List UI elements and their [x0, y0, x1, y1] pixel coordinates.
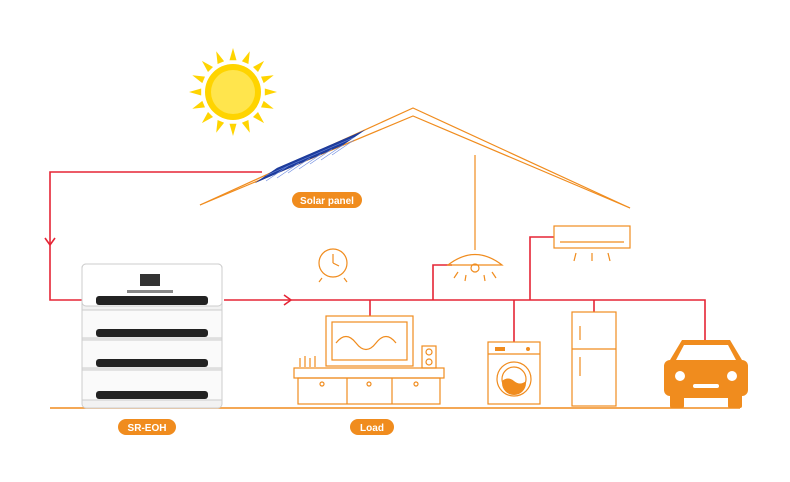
wall-clock-icon [318, 248, 348, 283]
sun-ray [229, 123, 237, 136]
sun-ray [216, 120, 225, 133]
sun-ray [192, 100, 205, 109]
ceiling-lamp-icon [446, 155, 504, 282]
sun-ray [261, 100, 274, 109]
svg-text:Solar panel: Solar panel [300, 196, 354, 207]
sun-ray [216, 51, 225, 64]
solar-panel-label: Solar panel [292, 192, 362, 208]
air-conditioner-icon [553, 225, 631, 262]
sun-ray [201, 60, 213, 72]
sun-ray [241, 120, 250, 133]
svg-text:SR-EOH: SR-EOH [128, 423, 167, 434]
power-wires [44, 171, 706, 342]
sun-ray [253, 112, 265, 124]
sun-ray [261, 75, 274, 84]
sun-ray [192, 75, 205, 84]
refrigerator-icon [571, 311, 617, 407]
tv-cabinet-icon [293, 315, 445, 405]
speaker-icon [421, 345, 437, 369]
solar-panel-icon [255, 130, 365, 183]
load-label: Load [350, 419, 394, 435]
sun-ray [264, 88, 277, 96]
electric-car-icon [664, 340, 748, 408]
sun-icon [189, 48, 277, 136]
sun-ray [229, 48, 237, 61]
house-roof-outline [199, 107, 631, 209]
sun-ray [241, 51, 250, 64]
sun-ray [253, 60, 265, 72]
washing-machine-icon [487, 341, 541, 405]
battery-label: SR-EOH [118, 419, 176, 435]
svg-text:Load: Load [360, 423, 384, 434]
sun-ray [189, 88, 202, 96]
sun-ray [201, 112, 213, 124]
battery-stack-icon [81, 263, 223, 409]
